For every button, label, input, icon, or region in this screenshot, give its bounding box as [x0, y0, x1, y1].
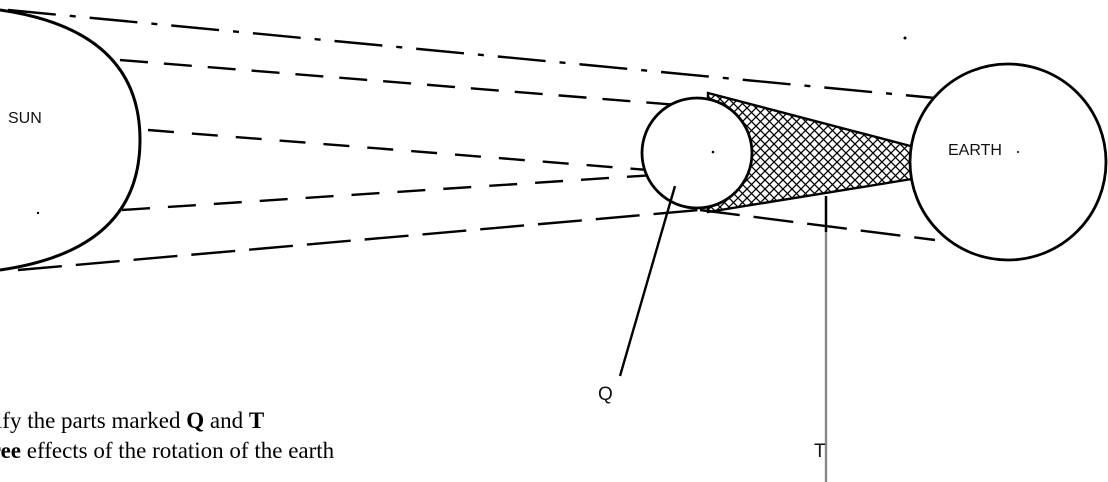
moon-disc: [640, 96, 754, 210]
earth-disc: [908, 62, 1108, 262]
question-three-bold: hree: [0, 438, 22, 463]
ray-upper: [119, 58, 679, 107]
question-line-1: ntify the parts marked Q and T: [0, 406, 760, 436]
question-line-1-prefix: ntify the parts marked: [0, 408, 181, 433]
speck: [1017, 151, 1019, 153]
ray-lower: [121, 170, 701, 212]
speck: [903, 36, 907, 40]
ray-bottom: [17, 208, 701, 272]
ray-middle: [147, 128, 649, 172]
earth-label: EARTH: [948, 142, 1002, 159]
pointer-q: [618, 185, 677, 377]
sun-label: SUN: [8, 110, 42, 127]
question-line-2: hree effects of the rotation of the eart…: [0, 436, 760, 466]
label-q: Q: [598, 384, 613, 405]
sun-disc: [0, 8, 142, 272]
light-rays: [7, 8, 936, 272]
question-t-bold: T: [248, 408, 265, 433]
question-line-1-middle: and: [204, 408, 249, 433]
moon-center-dot: [711, 150, 715, 154]
speck: [36, 211, 40, 215]
label-t: T: [814, 441, 826, 462]
ray-top-dashdot: [7, 8, 936, 100]
question-line-2-rest: effects of the rotation of the earth: [21, 438, 335, 463]
ray-bottom-extension: [699, 208, 936, 242]
question-q-bold: Q: [186, 408, 205, 433]
question-text: ntify the parts marked Q and T hree effe…: [0, 406, 760, 466]
